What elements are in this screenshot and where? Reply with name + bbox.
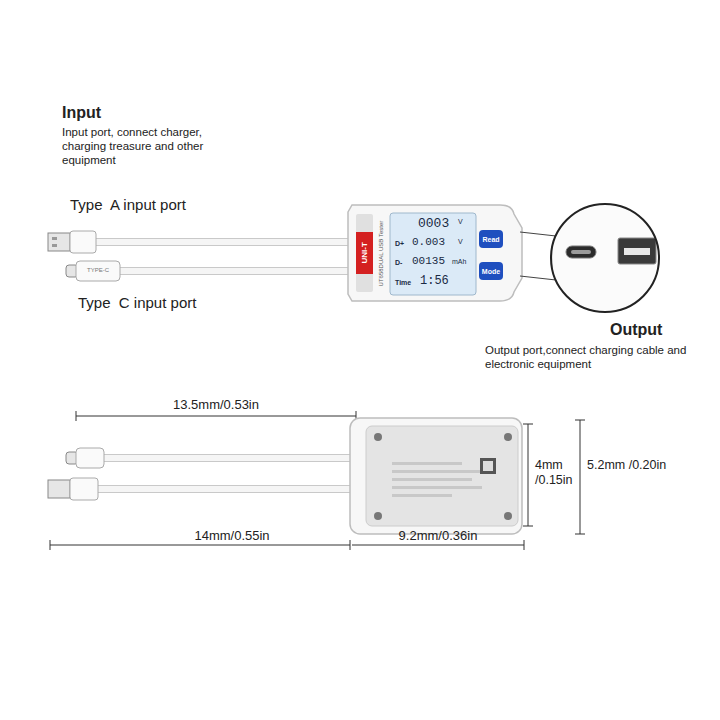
usb-c-plug [66, 261, 120, 281]
button-text: Read [482, 236, 499, 243]
dimension: 14mm/0.55in [194, 528, 269, 544]
screen-reading: 1:56 [420, 274, 449, 288]
port-label: Type A input port [70, 196, 186, 214]
button-key: Mode [479, 262, 503, 280]
screen-reading: 0003 [418, 216, 449, 232]
screen-unit: mAh [452, 258, 466, 266]
tester-body [348, 205, 522, 301]
dimension: 13.5mm/0.53in [173, 397, 259, 413]
dimension: 4mm /0.15in [535, 458, 579, 488]
screen-unit: V [458, 218, 463, 226]
dimension: 9.2mm/0.36in [399, 528, 478, 544]
heading: Output [610, 320, 662, 339]
button-key: Read [479, 230, 502, 248]
screen-label: D- [395, 259, 402, 267]
brand-mark: UNI-T [360, 242, 370, 263]
usb-a-plug [48, 231, 96, 253]
description: Input port, connect charger, charging tr… [62, 126, 237, 167]
dimension: 5.2mm /0.20in [587, 458, 667, 473]
screen-unit: V [458, 238, 463, 246]
screen-label: D+ [395, 240, 404, 248]
cable [48, 448, 354, 500]
zoom-callout [520, 190, 682, 330]
screen-label: Time [395, 279, 411, 287]
heading: Input [62, 103, 101, 122]
screen-reading: 0.003 [412, 236, 445, 249]
dimension-lines [50, 411, 585, 550]
screen-reading: 00135 [412, 255, 445, 268]
model-text: UT658DUAL USB Tester [378, 221, 385, 287]
tester-back [350, 418, 522, 534]
port-label: Type C input port [78, 294, 196, 312]
plug-marking: TYPE-C [87, 267, 109, 274]
description: Output port,connect charging cable and e… [485, 344, 717, 372]
button-text: Mode [482, 268, 500, 275]
cable [92, 242, 352, 271]
